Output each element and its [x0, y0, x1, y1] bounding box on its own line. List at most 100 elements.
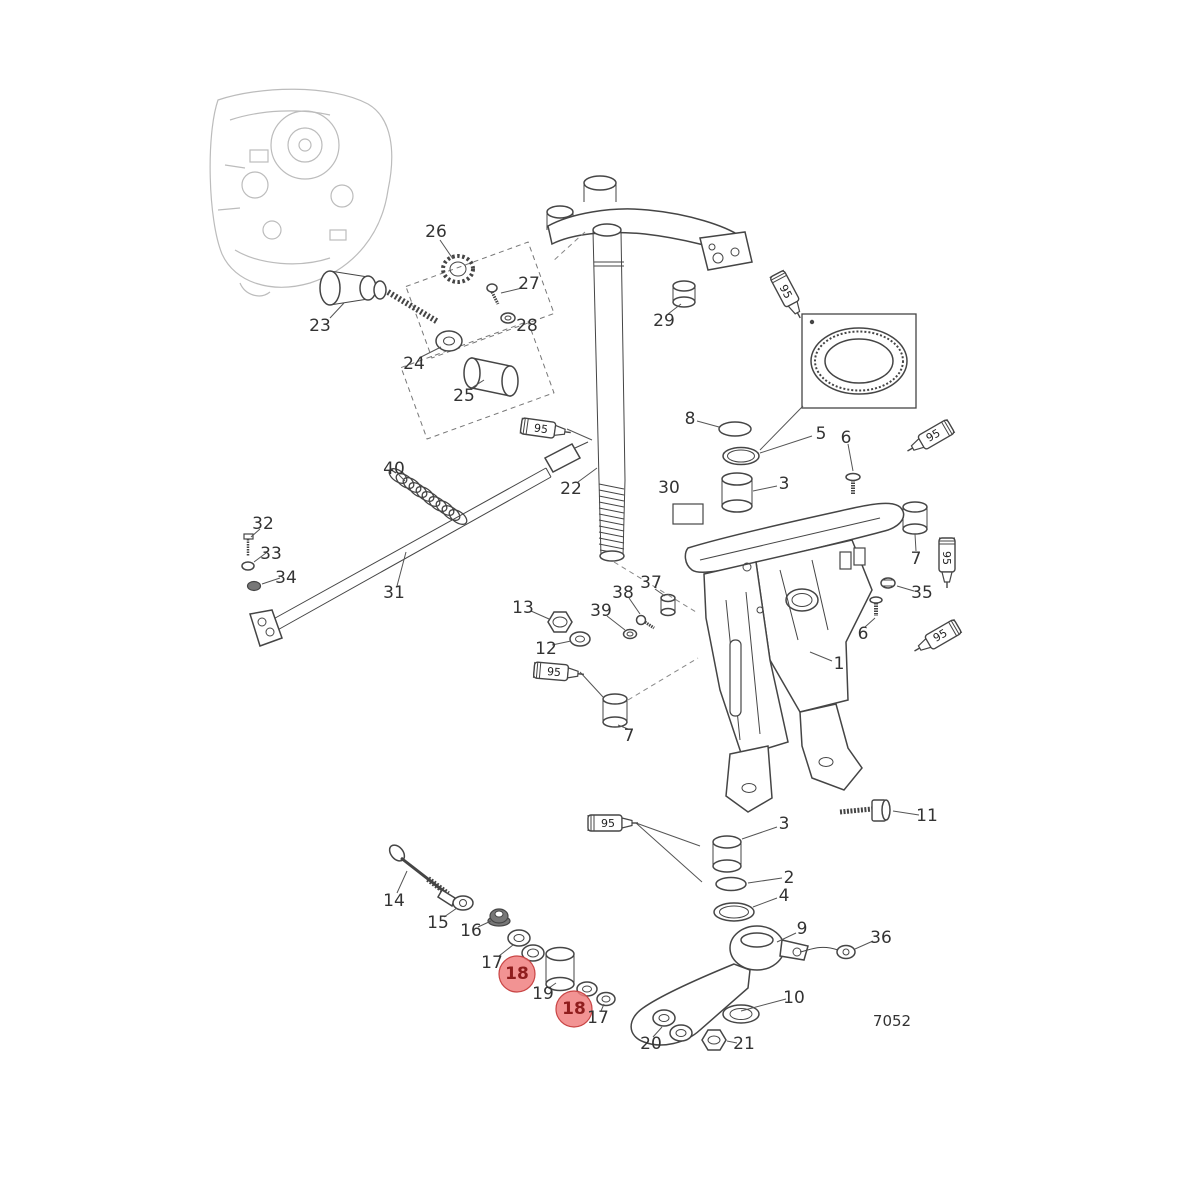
swivel-bracket-main: [684, 502, 905, 813]
bracket-small-parts: [547, 593, 676, 728]
part-callout-3: 3: [779, 814, 790, 834]
part-callout-27: 27: [518, 274, 540, 294]
right-side-parts: [869, 501, 928, 616]
part-callout-3: 3: [779, 474, 790, 494]
bolt-32: [243, 533, 254, 556]
bushing-7-lower: [602, 693, 628, 728]
lubricant-tube: 95: [914, 618, 963, 652]
bushing-25: [463, 357, 519, 397]
part-callout-38: 38: [612, 583, 634, 603]
bushing-3-lower: [712, 835, 742, 873]
lower-swivel-arm: [630, 925, 856, 1051]
screw-27: [486, 283, 498, 293]
spacer-37: [660, 593, 676, 617]
part-callout-4: 4: [779, 886, 790, 906]
upper-seals: [672, 421, 861, 525]
lubricant-95-label: 95: [924, 426, 943, 444]
part-callout-24: 24: [403, 354, 425, 374]
part-callout-25: 25: [453, 386, 475, 406]
bolt-38: [635, 614, 655, 630]
part-callout-31: 31: [383, 583, 405, 603]
lubricant-95-label: 95: [931, 626, 950, 644]
swivel-shaft: [592, 223, 626, 562]
lubricant-tube: 95: [519, 417, 571, 439]
part-callout-19: 19: [532, 984, 554, 1004]
lubricant-95-label: 95: [601, 817, 615, 830]
washer-17-right: [596, 991, 616, 1007]
nut-34: [246, 580, 262, 592]
lubricant-tube: 95: [938, 537, 956, 588]
bushing-29: [672, 280, 696, 308]
washer-28: [500, 312, 516, 324]
part-callout-23: 23: [309, 316, 331, 336]
part-callout-8: 8: [685, 409, 696, 429]
bushing-7-upper: [902, 501, 928, 535]
bottom-left-fasteners: [388, 844, 616, 1007]
lubricant-tube: 95: [587, 814, 638, 832]
part-callout-39: 39: [590, 601, 612, 621]
lubricant-tube: 95: [532, 661, 584, 682]
part-callout-11: 11: [916, 806, 938, 826]
part-callout-18[interactable]: 18: [562, 999, 586, 1019]
part-callout-6: 6: [858, 624, 869, 644]
seal-ring-box: [801, 313, 917, 409]
part-callout-17: 17: [481, 953, 503, 973]
bolt-14: [388, 844, 450, 897]
bushing-19: [545, 946, 575, 992]
lubricant-tube-layer: 95 95 95 95 95: [519, 269, 963, 832]
washer-33: [241, 561, 255, 571]
part-callout-13: 13: [512, 598, 534, 618]
screw-6-lower: [869, 596, 883, 616]
washer-24: [435, 330, 463, 352]
part-callout-15: 15: [427, 913, 449, 933]
part-callout-10: 10: [783, 988, 805, 1008]
leader-lines: [250, 239, 920, 1044]
washer-17-left: [507, 929, 531, 947]
highlighted-part-circle-18[interactable]: [498, 955, 536, 993]
part-callout-20: 20: [640, 1034, 662, 1054]
part-callout-7: 7: [624, 726, 635, 746]
part-callout-5: 5: [816, 424, 827, 444]
washer-18-left: [521, 944, 545, 962]
part-callout-2: 2: [784, 868, 795, 888]
bolt-11: [839, 799, 891, 822]
o-ring-8: [718, 421, 752, 437]
part-callout-7: 7: [911, 549, 922, 569]
part-callout-40: 40: [383, 459, 405, 479]
part-callout-12: 12: [535, 639, 557, 659]
link-rod-assembly: [241, 441, 589, 647]
diagram-number: 7052: [873, 1012, 911, 1030]
spacer-16: [487, 908, 511, 927]
part-callout-9: 9: [797, 919, 808, 939]
lower-seals: [712, 835, 755, 922]
part-callout-17: 17: [587, 1008, 609, 1028]
construction-lines: [551, 231, 699, 701]
washer-39: [622, 628, 638, 640]
part-callout-21: 21: [733, 1034, 755, 1054]
spring-40: [388, 468, 468, 525]
part-callout-26: 26: [425, 222, 447, 242]
bushing-3-upper: [721, 472, 753, 513]
part-callout-1: 1: [834, 654, 845, 674]
lubricant-95-label: 95: [940, 551, 953, 565]
screw-6-upper: [845, 472, 861, 494]
lubricant-tube: 95: [769, 269, 801, 319]
part-callout-36: 36: [870, 928, 892, 948]
part-callout-32: 32: [252, 514, 274, 534]
part-callout-18[interactable]: 18: [505, 964, 529, 984]
part-callout-16: 16: [460, 921, 482, 941]
tab-washer-26: [441, 254, 475, 284]
part-callout-14: 14: [383, 891, 405, 911]
part-callout-33: 33: [260, 544, 282, 564]
highlighted-part-circle-18[interactable]: [555, 990, 593, 1028]
part-callout-28: 28: [516, 316, 538, 336]
part-callout-34: 34: [275, 568, 297, 588]
part-callout-22: 22: [560, 479, 582, 499]
part-callout-37: 37: [640, 573, 662, 593]
dashed-boxes: [400, 241, 555, 440]
locknut-13: [547, 611, 573, 633]
lubricant-95-label: 95: [533, 422, 549, 437]
